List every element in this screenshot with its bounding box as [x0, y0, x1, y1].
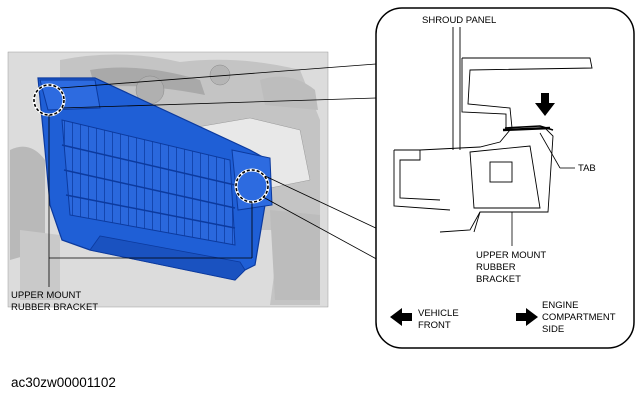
arrow-down-icon	[535, 93, 555, 116]
tab-label: TAB	[578, 163, 596, 174]
arrow-left-icon	[390, 308, 412, 326]
shroud-panel-label: SHROUD PANEL	[422, 15, 497, 26]
arrow-right-icon	[516, 308, 538, 326]
detail-drawing	[393, 27, 593, 233]
main-bracket-label: UPPER MOUNT RUBBER BRACKET	[11, 290, 99, 313]
engine-side-label: ENGINE COMPARTMENT SIDE	[542, 300, 616, 335]
detail-panel	[375, 7, 635, 349]
figure-id: ac30zw00001102	[11, 375, 116, 390]
main-callout-lines	[48, 115, 253, 287]
vehicle-front-label: VEHICLE FRONT	[418, 308, 459, 331]
tab-leader	[539, 132, 575, 169]
zoom-lines	[59, 63, 383, 263]
detail-bracket-label: UPPER MOUNT RUBBER BRACKET	[476, 250, 547, 285]
